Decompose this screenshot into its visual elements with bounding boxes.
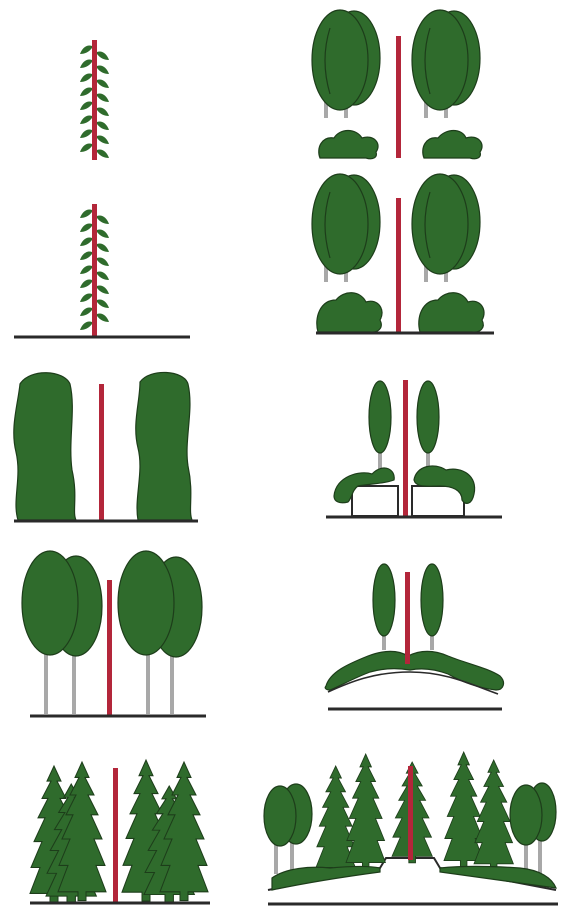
broadleaf-tree-pair-right bbox=[510, 783, 556, 874]
panel-pole-between-small-trees-on-low-walls bbox=[326, 380, 502, 517]
conifer-group-right bbox=[122, 760, 208, 902]
shrub-left bbox=[319, 131, 378, 159]
pole bbox=[99, 384, 104, 520]
broadleaf-tree-pair-left bbox=[312, 10, 380, 118]
panel-pole-on-mound-with-small-trees bbox=[325, 564, 503, 709]
wall-left bbox=[352, 486, 398, 516]
panel-pole-between-broadleaf-trees bbox=[22, 551, 206, 716]
small-tree-right bbox=[417, 381, 439, 453]
conifer-group-right bbox=[444, 752, 513, 871]
broadleaf-tree-pair-left bbox=[312, 174, 380, 282]
wall-right bbox=[412, 486, 464, 516]
hedge-left bbox=[14, 373, 76, 520]
panel-climbing-plant-on-pole-with-ground bbox=[14, 204, 190, 337]
pole bbox=[408, 766, 413, 860]
broadleaf-tree-pair-right bbox=[118, 551, 202, 714]
broadleaf-tree-pair-right bbox=[412, 174, 480, 282]
hedge-right bbox=[136, 372, 192, 520]
small-tree-left bbox=[369, 381, 391, 453]
small-tree-left bbox=[373, 564, 395, 636]
panel-pole-between-hedges bbox=[14, 372, 198, 521]
shrub-right bbox=[423, 131, 482, 159]
pole bbox=[405, 572, 410, 664]
panel-pole-between-broadleaf-trees-and-shrubs-with-ground bbox=[312, 174, 494, 333]
pole bbox=[396, 198, 401, 332]
pole bbox=[396, 36, 401, 158]
panel-pole-among-conifers bbox=[30, 760, 210, 904]
broadleaf-tree-pair-left bbox=[22, 551, 102, 714]
mound bbox=[325, 652, 503, 691]
broadleaf-tree-pair-left bbox=[264, 784, 312, 874]
shrub-left bbox=[317, 293, 382, 332]
panel-pole-between-broadleaf-trees-and-shrubs bbox=[312, 10, 482, 159]
conifer-group-left bbox=[30, 762, 106, 904]
small-tree-right bbox=[421, 564, 443, 636]
conifer-group-left bbox=[316, 754, 385, 874]
pole bbox=[92, 204, 97, 336]
pole bbox=[107, 580, 112, 716]
broadleaf-tree-pair-right bbox=[412, 10, 480, 118]
pole bbox=[113, 768, 118, 904]
panel-pole-on-embankment-among-conifers bbox=[264, 752, 558, 904]
pole bbox=[92, 40, 97, 160]
shrub-band-left bbox=[272, 867, 380, 891]
pole bbox=[403, 380, 408, 516]
shrub-right bbox=[419, 293, 484, 332]
panel-climbing-plant-on-pole bbox=[80, 40, 109, 160]
